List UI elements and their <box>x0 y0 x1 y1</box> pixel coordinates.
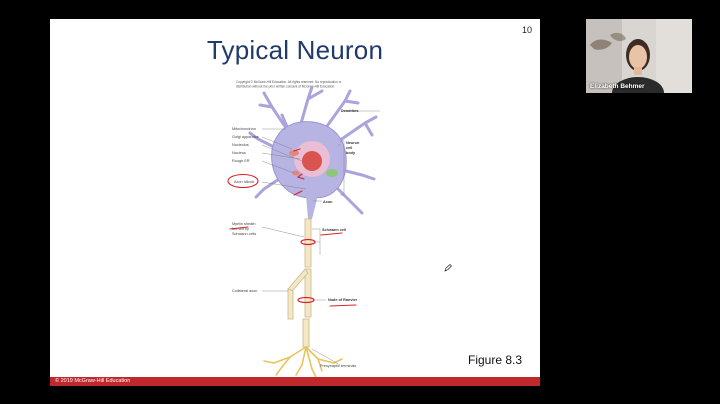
participant-name: Elizabeth Behmer <box>590 83 645 90</box>
label-body: body <box>346 151 356 155</box>
presynaptic-terminals <box>263 346 343 378</box>
label-myelin-sheath: Myelin sheath <box>232 222 255 226</box>
participant-video-tile[interactable]: Elizabeth Behmer <box>586 19 692 93</box>
participant-video-feed <box>586 19 692 93</box>
slide-footer: © 2019 McGraw-Hill Education <box>50 377 540 386</box>
figure-copyright-line2: distribution without the prior written c… <box>236 85 335 89</box>
label-schwann-cell: Schwann cell <box>322 228 346 232</box>
figure-caption: Figure 8.3 <box>468 353 523 367</box>
label-axon: Axon <box>323 200 333 204</box>
label-mitochondrion: Mitochondrion <box>232 127 256 131</box>
label-nucleolus: Nucleolus <box>232 143 249 147</box>
label-neuron: Neuron <box>346 141 360 145</box>
label-axon-hillock: Axon hillock <box>234 180 254 184</box>
label-cell: cell <box>346 146 352 150</box>
label-node-of-ranvier: Node of Ranvier <box>328 298 358 302</box>
label-presynaptic-terminals: Presynaptic terminals <box>320 364 356 368</box>
label-rough-er: Rough ER <box>232 159 250 163</box>
slide-title: Typical Neuron <box>206 35 384 65</box>
pen-cursor-icon <box>444 264 452 272</box>
figure-copyright-line1: Copyright © McGraw-Hill Education. All r… <box>236 80 342 84</box>
collateral-axon <box>287 268 309 320</box>
red-annotations <box>227 148 357 307</box>
label-myelin-formed-by: formed by <box>232 227 249 231</box>
nucleolus <box>302 151 322 171</box>
label-collateral-axon: Collateral axon <box>232 289 257 293</box>
label-golgi-apparatus: Golgi apparatus <box>232 135 259 139</box>
neuron-figure: Copyright © McGraw-Hill Education. All r… <box>227 80 380 378</box>
footer-copyright: © 2019 McGraw-Hill Education <box>55 378 131 384</box>
dendrites <box>248 85 378 215</box>
label-dendrites: Dendrites <box>341 109 359 113</box>
label-myelin-schwann-cells: Schwann cells <box>232 232 256 236</box>
label-nucleus: Nucleus <box>232 151 246 155</box>
axon <box>302 218 312 348</box>
slide-number: 10 <box>521 25 532 35</box>
presentation-slide: 10 Typical Neuron Copyright © McGraw-Hil… <box>50 19 540 386</box>
